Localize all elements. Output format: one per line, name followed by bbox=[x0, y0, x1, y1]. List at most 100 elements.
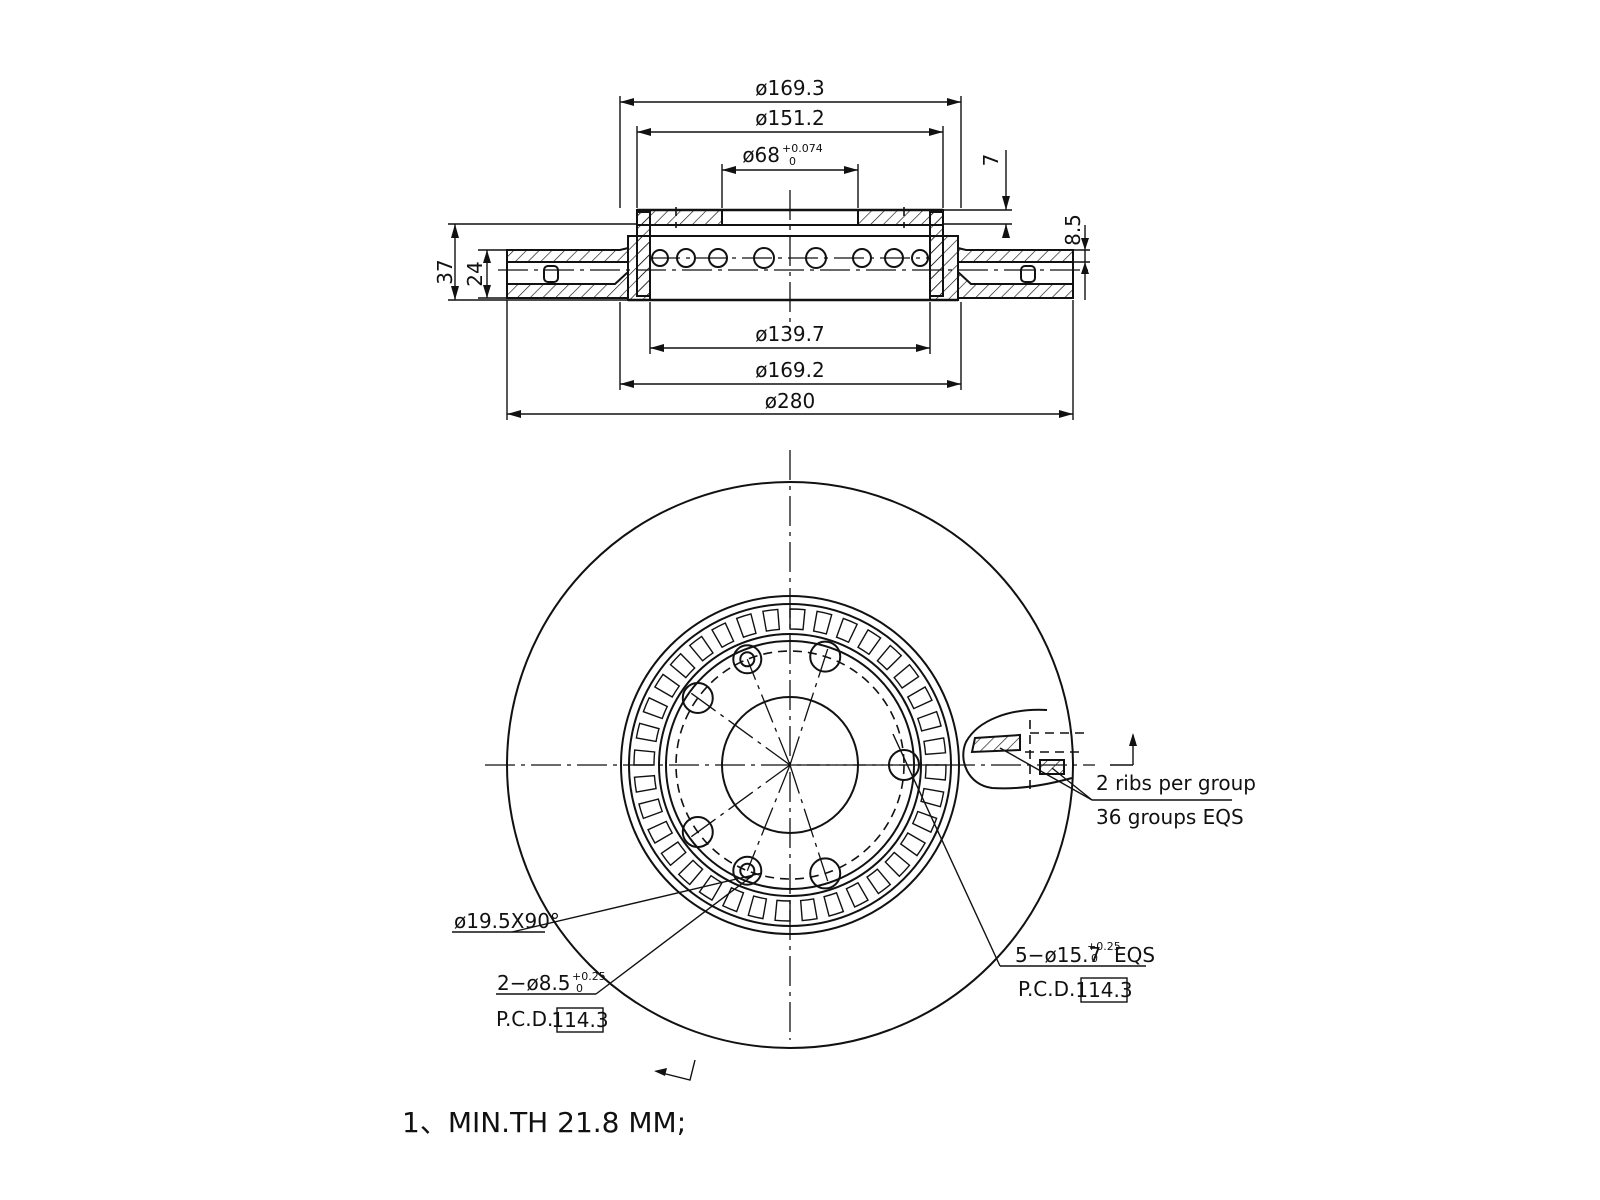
pcd-value-right: 114.3 bbox=[1075, 978, 1132, 1002]
arrow bbox=[451, 286, 459, 300]
small-hole-centerline bbox=[746, 764, 791, 871]
arrow bbox=[947, 98, 961, 106]
rib-detail-outline bbox=[962, 708, 1073, 790]
arrow bbox=[637, 128, 651, 136]
bolt-hole-centerline bbox=[789, 764, 830, 885]
vent-slot bbox=[876, 644, 903, 671]
hat-outer-circle bbox=[620, 595, 960, 935]
dim-d6: ø280 bbox=[765, 389, 815, 413]
vent-slot bbox=[916, 710, 942, 732]
vent-slot bbox=[762, 608, 781, 632]
leader-line bbox=[511, 872, 763, 933]
dim-h-top: 7 bbox=[979, 154, 1003, 167]
vent-slot bbox=[633, 749, 656, 766]
chamfer-label: ø19.5X90° bbox=[454, 909, 560, 933]
bolt-holes-label: 5−ø15.7 bbox=[1015, 943, 1101, 967]
dim-h-total: 37 bbox=[433, 259, 457, 284]
plan-view: 2 ribs per group 36 groups EQS ø19.5X90°… bbox=[452, 450, 1256, 1081]
left-top-flange bbox=[636, 209, 723, 226]
bolt-hole-centerline bbox=[789, 645, 830, 766]
arrow bbox=[620, 98, 634, 106]
dim-d5: ø169.2 bbox=[755, 358, 825, 382]
bolt-holes-tol-upper: +0.25 bbox=[1087, 940, 1121, 953]
bolt-hole-centerline bbox=[688, 764, 791, 840]
vent-slot bbox=[884, 851, 911, 878]
rib-detail-rib-upper bbox=[970, 733, 1021, 754]
arrow bbox=[1002, 224, 1010, 238]
left-upper-plate bbox=[506, 246, 629, 263]
vent-slot bbox=[638, 798, 664, 820]
vent-slot bbox=[799, 898, 818, 922]
bolt-hole bbox=[681, 816, 714, 849]
note-min-thickness: 1、MIN.TH 21.8 MM; bbox=[402, 1106, 686, 1139]
right-hat-base bbox=[929, 235, 959, 301]
rotation-arrow-line bbox=[657, 1059, 696, 1081]
vent-slot bbox=[899, 832, 927, 857]
vent-slot bbox=[924, 764, 947, 781]
leader-line bbox=[999, 747, 1093, 801]
vent-slot bbox=[845, 881, 869, 908]
vent-slot bbox=[857, 628, 882, 656]
arrow bbox=[929, 128, 943, 136]
dim-d1: ø169.3 bbox=[755, 76, 825, 100]
bolt-holes-tol-lower: 0 bbox=[1091, 952, 1098, 965]
pcd-label-left: P.C.D. bbox=[496, 1007, 553, 1031]
vent-slot bbox=[774, 899, 791, 922]
hat-flange-circle bbox=[665, 640, 915, 890]
small-hole-countersink bbox=[732, 855, 763, 886]
vent-slot bbox=[747, 895, 768, 920]
bolt-hole bbox=[809, 857, 842, 890]
arrow bbox=[650, 344, 664, 352]
dim-d3-tol-upper: +0.074 bbox=[782, 142, 823, 155]
vent-slot bbox=[633, 774, 657, 793]
rib-detail-rib-lower bbox=[1039, 759, 1065, 775]
dim-h-disc: 24 bbox=[463, 261, 487, 286]
right-lower-plate bbox=[957, 269, 1074, 299]
right-vent-slot bbox=[1020, 265, 1036, 283]
arrow bbox=[844, 166, 858, 174]
vent-slot bbox=[711, 622, 735, 649]
leader-line bbox=[595, 875, 753, 995]
arrow bbox=[451, 224, 459, 238]
bolt-hole-centerline bbox=[688, 690, 791, 766]
vent-slot bbox=[789, 608, 806, 631]
vent-slot bbox=[735, 613, 757, 639]
right-upper-plate bbox=[957, 246, 1074, 263]
arrow bbox=[916, 344, 930, 352]
section-arrow bbox=[1129, 733, 1137, 746]
vent-slot bbox=[635, 722, 660, 743]
pcd-label-right: P.C.D. bbox=[1018, 977, 1075, 1001]
arrow bbox=[620, 380, 634, 388]
vent-slot bbox=[642, 696, 669, 720]
vent-slot bbox=[677, 859, 704, 886]
left-lower-plate bbox=[506, 269, 629, 299]
dim-d3: ø68 bbox=[742, 143, 780, 167]
dim-d2: ø151.2 bbox=[755, 106, 825, 130]
arrow bbox=[722, 166, 736, 174]
arrow bbox=[1002, 196, 1010, 210]
small-hole bbox=[739, 651, 756, 668]
small-holes-label: 2−ø8.5 bbox=[497, 971, 571, 995]
vent-ring-inner bbox=[658, 633, 922, 897]
left-hat-base bbox=[627, 235, 651, 301]
arrow bbox=[1081, 238, 1089, 250]
vent-slot bbox=[660, 841, 687, 867]
vent-slot bbox=[823, 891, 845, 917]
arrow bbox=[1081, 262, 1089, 274]
disc-outer-edge bbox=[506, 481, 1074, 1049]
small-holes-tol-upper: +0.25 bbox=[572, 970, 606, 983]
vent-slot bbox=[906, 686, 933, 710]
pcd-box-left bbox=[556, 1007, 604, 1033]
section-holes bbox=[650, 247, 930, 269]
small-hole bbox=[739, 862, 756, 879]
bolt-holes bbox=[681, 640, 920, 890]
section-view: ø169.3 ø151.2 ø68 +0.074 0 ø139.7 ø169.2 bbox=[433, 76, 1090, 420]
vent-slot bbox=[669, 652, 696, 679]
leader-line bbox=[1051, 767, 1093, 801]
vent-slot bbox=[835, 617, 859, 644]
rib-detail bbox=[962, 708, 1232, 801]
arrow bbox=[1059, 410, 1073, 418]
vent-slot bbox=[653, 673, 681, 698]
arrow bbox=[947, 380, 961, 388]
